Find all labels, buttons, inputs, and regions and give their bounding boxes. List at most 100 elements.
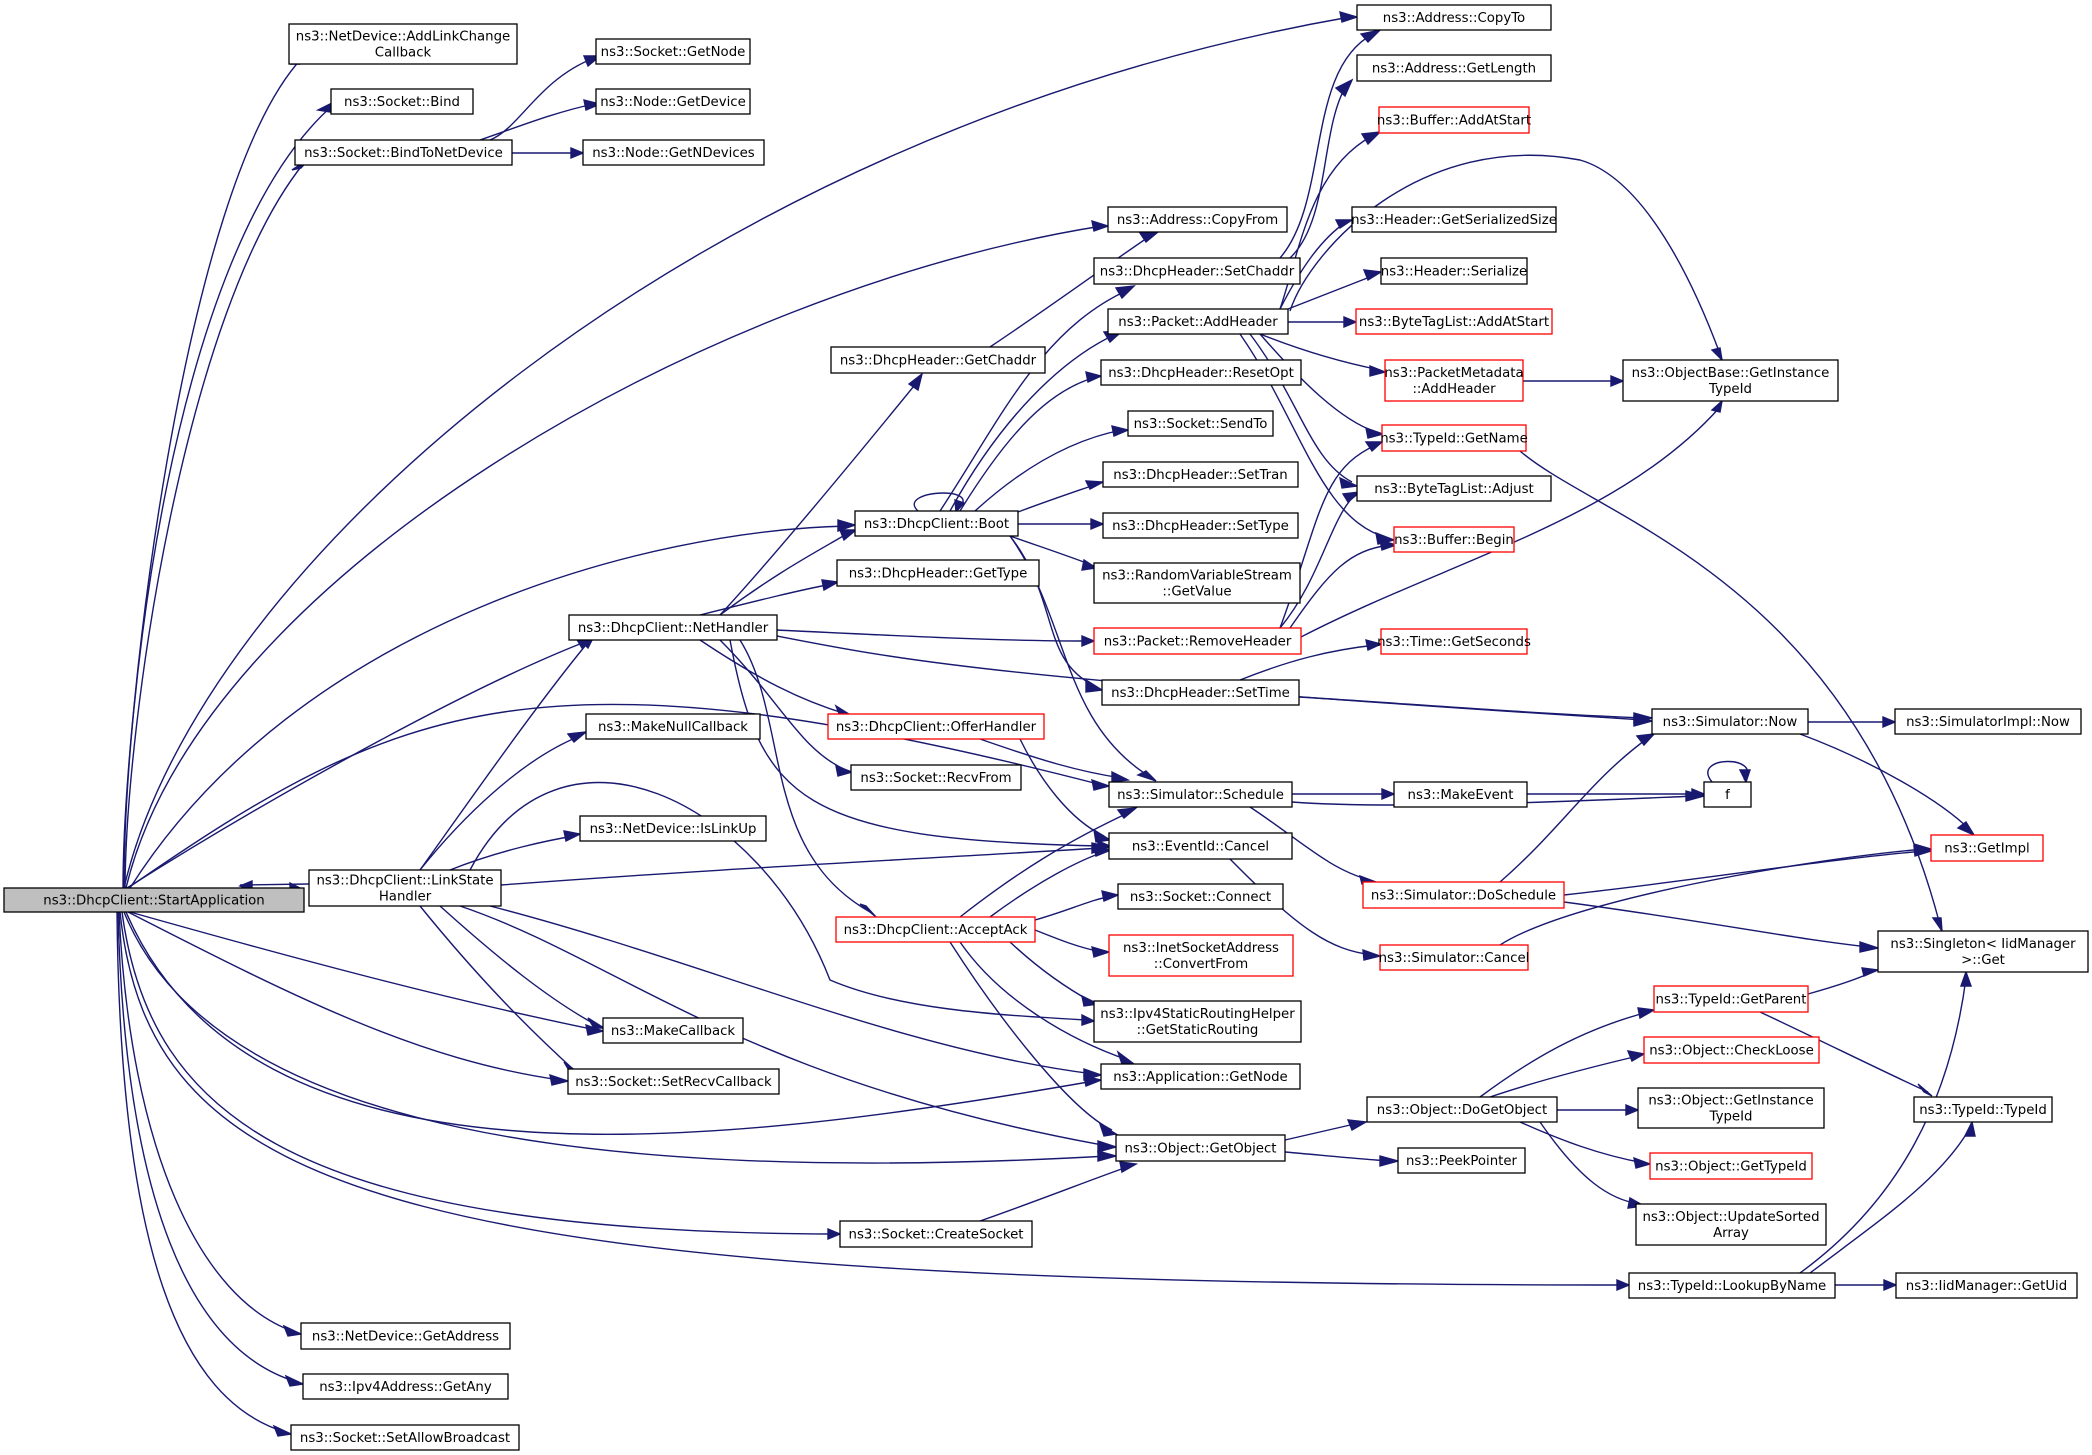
node-box (1100, 1063, 1301, 1090)
node-ns3-object-dogetobject[interactable]: ns3::Object::DoGetObject (1366, 1096, 1558, 1123)
node-label: ns3::Simulator::Schedule (1117, 788, 1284, 803)
node-ns3-header-getserializedsize[interactable]: ns3::Header::GetSerializedSize (1351, 206, 1557, 233)
edge-line (1799, 733, 1971, 831)
node-label: ns3::EventId::Cancel (1132, 840, 1269, 855)
node-ns3-socket-setrecvcallback[interactable]: ns3::Socket::SetRecvCallback (567, 1068, 780, 1095)
edge-arrowhead (1093, 828, 1112, 843)
node-ns3-address-getlength[interactable]: ns3::Address::GetLength (1356, 54, 1552, 82)
node-ns3-dhcpheader-settime[interactable]: ns3::DhcpHeader::SetTime (1101, 679, 1300, 706)
node-ns3-socket-bind[interactable]: ns3::Socket::Bind (330, 88, 474, 115)
node-ns3-randomvariablestream-getvalue[interactable]: ns3::RandomVariableStream::GetValue (1093, 562, 1301, 604)
node-label: ns3::Singleton< IidManager (1890, 937, 2076, 952)
edge-line (479, 103, 595, 141)
node-ns3-socket-createsocket[interactable]: ns3::Socket::CreateSocket (839, 1220, 1033, 1248)
node-ns3-ipv4staticroutinghelper-getstaticrouting[interactable]: ns3::Ipv4StaticRoutingHelper::GetStaticR… (1093, 1000, 1302, 1043)
edge-line (1284, 1122, 1360, 1141)
edge-line (1017, 483, 1098, 513)
node-ns3-time-getseconds[interactable]: ns3::Time::GetSeconds (1377, 628, 1531, 655)
node-box (579, 815, 767, 842)
node-ns3-socket-recvfrom[interactable]: ns3::Socket::RecvFrom (850, 764, 1022, 791)
edge-ns3-dhcpclient-startapplication-to-ns3-socket-bind (123, 98, 341, 889)
node-ns3-buffer-addatstart[interactable]: ns3::Buffer::AddAtStart (1377, 106, 1531, 134)
node-ns3-typeid-lookupbyname[interactable]: ns3::TypeId::LookupByName (1628, 1272, 1836, 1299)
node-ns3-header-serialize[interactable]: ns3::Header::Serialize (1380, 257, 1528, 285)
node-ns3-dhcpheader-setchaddr[interactable]: ns3::DhcpHeader::SetChaddr (1093, 257, 1301, 285)
node-ns3-packet-removeheader[interactable]: ns3::Packet::RemoveHeader (1093, 627, 1302, 655)
node-ns3-bytetaglist-addatstart[interactable]: ns3::ByteTagList::AddAtStart (1355, 308, 1553, 335)
node-ns3-node-getdevice[interactable]: ns3::Node::GetDevice (595, 88, 751, 115)
edge-line (949, 941, 1113, 1131)
node-ns3-typeid-getparent[interactable]: ns3::TypeId::GetParent (1653, 985, 1809, 1013)
node-box (1877, 930, 2089, 973)
node-ns3-dhcpheader-settran[interactable]: ns3::DhcpHeader::SetTran (1102, 461, 1299, 488)
node-ns3-socket-connect[interactable]: ns3::Socket::Connect (1117, 883, 1284, 910)
node-ns3-object-getobject[interactable]: ns3::Object::GetObject (1115, 1134, 1286, 1162)
node-box (1107, 308, 1289, 335)
node-ns3-iidmanager-getuid[interactable]: ns3::IidManager::GetUid (1895, 1272, 2078, 1299)
node-ns3-simulator-doschedule[interactable]: ns3::Simulator::DoSchedule (1362, 881, 1565, 909)
node-ns3-dhcpheader-resetopt[interactable]: ns3::DhcpHeader::ResetOpt (1100, 359, 1302, 386)
node-ns3-packetmetadata-addheader[interactable]: ns3::PacketMetadata::AddHeader (1384, 359, 1524, 402)
node-box (1384, 359, 1524, 402)
node-ns3-netdevice-getaddress[interactable]: ns3::NetDevice::GetAddress (300, 1322, 511, 1350)
node-ns3-buffer-begin[interactable]: ns3::Buffer::Begin (1393, 526, 1515, 553)
node-ns3-object-checkloose[interactable]: ns3::Object::CheckLoose (1643, 1036, 1820, 1064)
node-ns3-eventid-cancel[interactable]: ns3::EventId::Cancel (1108, 832, 1293, 860)
edge-arrowhead (1091, 778, 1112, 791)
node-ns3-simulator-now[interactable]: ns3::Simulator::Now (1651, 708, 1809, 735)
node-ns3-socket-getnode[interactable]: ns3::Socket::GetNode (595, 38, 751, 65)
node-ns3-getimpl[interactable]: ns3::GetImpl (1930, 834, 2044, 862)
node-ns3-object-gettypeid[interactable]: ns3::Object::GetTypeId (1649, 1152, 1813, 1180)
node-ns3-simulatorimpl-now[interactable]: ns3::SimulatorImpl::Now (1894, 708, 2082, 735)
node-ns3-makecallback[interactable]: ns3::MakeCallback (602, 1017, 744, 1044)
node-ns3-dhcpheader-gettype[interactable]: ns3::DhcpHeader::GetType (836, 559, 1040, 587)
node-ns3-ipv4address-getany[interactable]: ns3::Ipv4Address::GetAny (302, 1373, 509, 1400)
node-ns3-socket-sendto[interactable]: ns3::Socket::SendTo (1127, 410, 1274, 437)
node-ns3-simulator-cancel[interactable]: ns3::Simulator::Cancel (1379, 944, 1530, 971)
node-box (1108, 781, 1293, 808)
node-box (595, 38, 751, 65)
node-ns3-application-getnode[interactable]: ns3::Application::GetNode (1100, 1063, 1301, 1090)
node-box (1117, 883, 1284, 910)
node-ns3-dhcpclient-nethandler[interactable]: ns3::DhcpClient::NetHandler (568, 614, 778, 641)
node-box (1653, 985, 1809, 1013)
node-ns3-netdevice-islinkup[interactable]: ns3::NetDevice::IsLinkUp (579, 815, 767, 842)
node-ns3-singleton-iidmanager-get[interactable]: ns3::Singleton< IidManager >::Get (1877, 930, 2089, 973)
node-box (1622, 359, 1839, 402)
node-ns3-bytetaglist-adjust[interactable]: ns3::ByteTagList::Adjust (1356, 475, 1552, 502)
edge-line (122, 57, 303, 889)
edge-ns3-simulator-doschedule-to-ns3-singleton-iidmanager-get (1563, 901, 1881, 953)
node-ns3-node-getndevices[interactable]: ns3::Node::GetNDevices (582, 139, 765, 166)
edge-line (1759, 1011, 1929, 1093)
node-ns3-simulator-schedule[interactable]: ns3::Simulator::Schedule (1108, 781, 1293, 808)
edge-ns3-makeevent-to-f (1527, 787, 1706, 801)
node-ns3-socket-bindtonetdevice[interactable]: ns3::Socket::BindToNetDevice (294, 139, 513, 166)
node-ns3-peekpointer[interactable]: ns3::PeekPointer (1397, 1147, 1526, 1174)
node-ns3-dhcpclient-acceptack[interactable]: ns3::DhcpClient::AcceptAck (835, 916, 1036, 943)
node-ns3-dhcpclient-offerhandler[interactable]: ns3::DhcpClient::OfferHandler (827, 713, 1045, 740)
node-ns3-dhcpclient-startapplication[interactable]: ns3::DhcpClient::StartApplication (3, 887, 305, 913)
node-layer: ns3::DhcpClient::StartApplicationns3::Ne… (3, 4, 2089, 1451)
edge-ns3-simulator-cancel-to-ns3-getimpl (1499, 843, 1934, 946)
node-ns3-typeid-getname[interactable]: ns3::TypeId::GetName (1380, 424, 1528, 452)
edge-ns3-packet-addheader-to-ns3-header-serialize (1287, 269, 1384, 310)
node-ns3-dhcpheader-getchaddr[interactable]: ns3::DhcpHeader::GetChaddr (830, 346, 1046, 374)
node-ns3-dhcpclient-boot[interactable]: ns3::DhcpClient::Boot (854, 510, 1019, 537)
node-ns3-dhcpheader-settype[interactable]: ns3::DhcpHeader::SetType (1102, 512, 1299, 539)
node-ns3-address-copyto[interactable]: ns3::Address::CopyTo (1356, 4, 1552, 31)
node-label: ns3::Packet::AddHeader (1118, 315, 1278, 330)
node-ns3-socket-setallowbroadcast[interactable]: ns3::Socket::SetAllowBroadcast (290, 1424, 520, 1451)
node-ns3-typeid-typeid[interactable]: ns3::TypeId::TypeId (1913, 1096, 2053, 1123)
node-ns3-packet-addheader[interactable]: ns3::Packet::AddHeader (1107, 308, 1289, 335)
node-ns3-makeevent[interactable]: ns3::MakeEvent (1393, 781, 1528, 808)
node-ns3-inetsocketaddress-convertfrom[interactable]: ns3::InetSocketAddress::ConvertFrom (1108, 934, 1294, 977)
node-ns3-makenullcallback[interactable]: ns3::MakeNullCallback (585, 713, 761, 740)
node-f[interactable]: f (1703, 781, 1752, 808)
edge-ns3-dhcpclient-nethandler-to-ns3-dhcpheader-gettype (699, 579, 841, 616)
node-ns3-address-copyfrom[interactable]: ns3::Address::CopyFrom (1107, 206, 1288, 233)
